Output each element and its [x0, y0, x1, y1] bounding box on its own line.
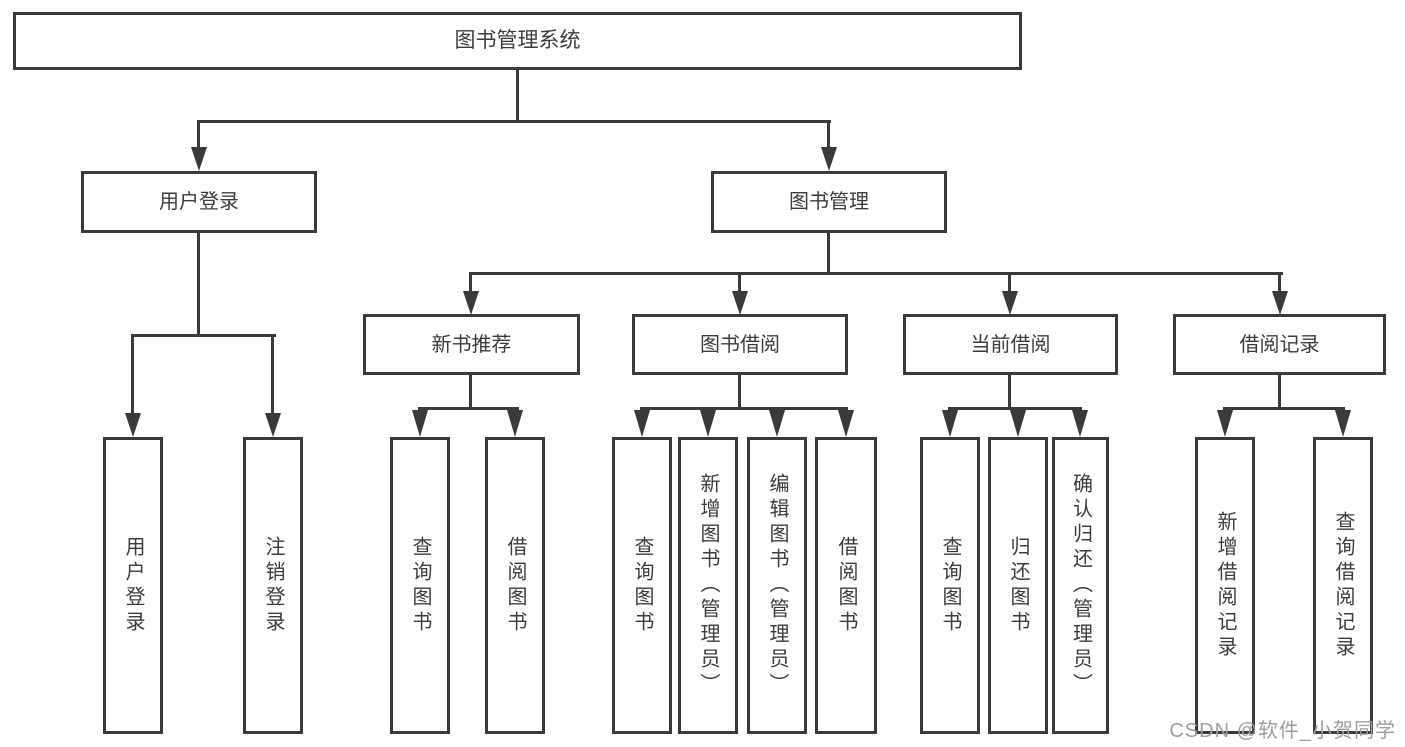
node-leaf-query-books-1: 查询图书 — [390, 437, 450, 734]
node-leaf-logout: 注销登录 — [243, 437, 303, 734]
node-group-new-book-recommend: 新书推荐 — [363, 314, 580, 375]
edge-line — [271, 334, 274, 415]
node-leaf-add-borrow-record: 新增借阅记录 — [1195, 437, 1255, 734]
node-group-book-borrow: 图书借阅 — [632, 314, 848, 375]
arrow-down-icon — [700, 410, 716, 437]
arrow-down-icon — [821, 147, 837, 171]
edge-line — [948, 407, 1082, 410]
node-leaf-edit-book-admin: 编辑图书（管理员） — [747, 437, 807, 734]
node-branch-book-management: 图书管理 — [711, 171, 947, 233]
node-leaf-confirm-return-admin: 确认归还（管理员） — [1052, 437, 1109, 734]
node-group-borrow-records: 借阅记录 — [1173, 314, 1386, 375]
arrow-down-icon — [1272, 291, 1288, 315]
edge-line — [738, 272, 741, 294]
node-branch-user-login: 用户登录 — [81, 171, 317, 233]
arrow-down-icon — [1217, 410, 1233, 437]
arrow-down-icon — [1335, 410, 1351, 437]
edge-line — [469, 272, 1283, 275]
arrow-down-icon — [191, 147, 207, 171]
edge-line — [738, 375, 741, 410]
arrow-down-icon — [463, 291, 479, 315]
arrow-down-icon — [1072, 410, 1088, 437]
edge-line — [640, 407, 848, 410]
edge-line — [418, 407, 519, 410]
edge-line — [1008, 375, 1011, 410]
arrow-down-icon — [1010, 410, 1026, 437]
node-leaf-query-books-3: 查询图书 — [920, 437, 980, 734]
arrow-down-icon — [769, 410, 785, 437]
edge-line — [827, 120, 830, 149]
arrow-down-icon — [507, 410, 523, 437]
arrow-down-icon — [412, 410, 428, 437]
node-leaf-add-book-admin: 新增图书（管理员） — [678, 437, 738, 734]
arrow-down-icon — [838, 410, 854, 437]
node-root: 图书管理系统 — [13, 12, 1022, 70]
node-leaf-query-books-2: 查询图书 — [612, 437, 672, 734]
arrow-down-icon — [125, 413, 141, 437]
edge-line — [1223, 407, 1345, 410]
watermark-text: CSDN @软件_小贺同学 — [1169, 720, 1396, 742]
node-leaf-return-books: 归还图书 — [988, 437, 1048, 734]
arrow-down-icon — [942, 410, 958, 437]
edge-line — [197, 120, 831, 123]
edge-line — [131, 334, 134, 415]
node-leaf-borrow-books-2: 借阅图书 — [815, 437, 877, 734]
edge-line — [1278, 272, 1281, 294]
edge-line — [131, 334, 276, 337]
edge-line — [1008, 272, 1011, 294]
edge-line — [516, 70, 519, 122]
arrow-down-icon — [265, 413, 281, 437]
edge-line — [1278, 375, 1281, 410]
edge-line — [469, 272, 472, 294]
edge-line — [197, 120, 200, 149]
node-leaf-user-login: 用户登录 — [103, 437, 163, 734]
arrow-down-icon — [634, 410, 650, 437]
node-leaf-borrow-books-1: 借阅图书 — [485, 437, 545, 734]
edge-line — [827, 233, 830, 275]
edge-line — [469, 375, 472, 410]
arrow-down-icon — [1002, 291, 1018, 315]
arrow-down-icon — [732, 291, 748, 315]
node-group-current-borrow: 当前借阅 — [903, 314, 1118, 375]
edge-line — [197, 233, 200, 337]
node-leaf-query-borrow-record: 查询借阅记录 — [1313, 437, 1373, 734]
